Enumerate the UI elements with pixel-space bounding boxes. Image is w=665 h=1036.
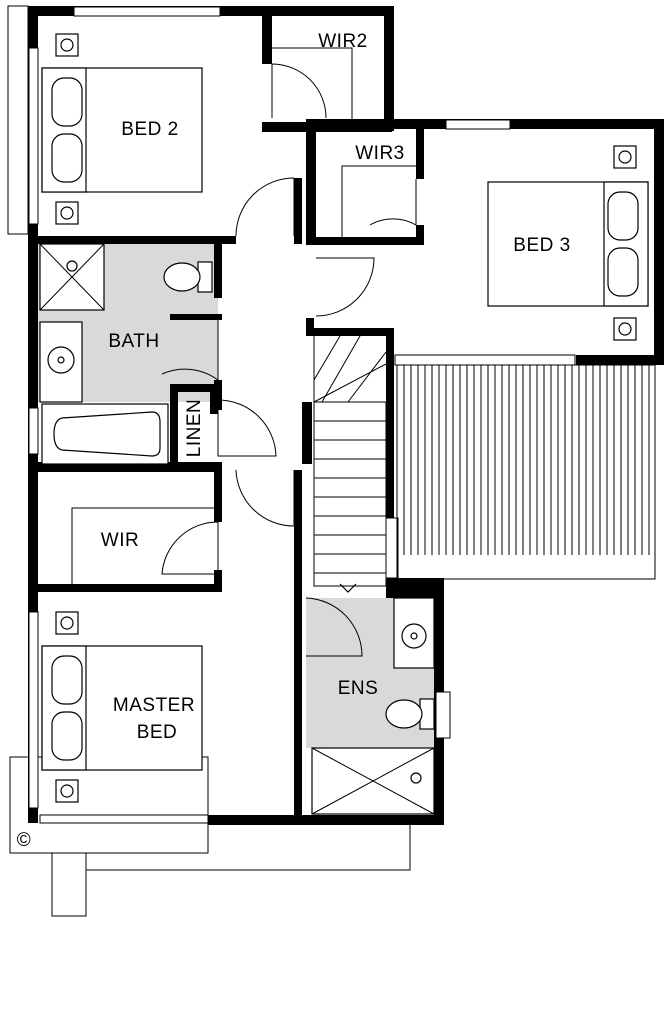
label-wir2: WIR2 — [318, 31, 368, 52]
copyright-icon: © — [17, 830, 32, 851]
wardrobe-shelving — [71, 47, 416, 584]
bed-3 — [487, 145, 649, 341]
label-master-line1: MASTER — [113, 695, 195, 716]
label-master-line2: BED — [137, 722, 178, 743]
staircase — [313, 335, 387, 593]
room-labels: BED 2 WIR2 WIR3 BED 3 BATH LINEN WIR MAS… — [101, 31, 570, 743]
balcony-deck — [396, 364, 656, 580]
label-wir3: WIR3 — [355, 143, 405, 164]
label-bath: BATH — [108, 331, 159, 352]
windows — [28, 6, 576, 824]
label-bed3: BED 3 — [513, 235, 570, 256]
bathroom-fixtures — [39, 243, 213, 465]
doors — [161, 63, 417, 657]
ensuite-fixtures — [311, 597, 435, 815]
bed-2 — [41, 33, 203, 225]
label-wir: WIR — [101, 530, 139, 551]
label-ens: ENS — [338, 678, 379, 699]
label-linen: LINEN — [184, 399, 205, 457]
master-bed — [41, 611, 203, 803]
label-bed2: BED 2 — [121, 119, 178, 140]
